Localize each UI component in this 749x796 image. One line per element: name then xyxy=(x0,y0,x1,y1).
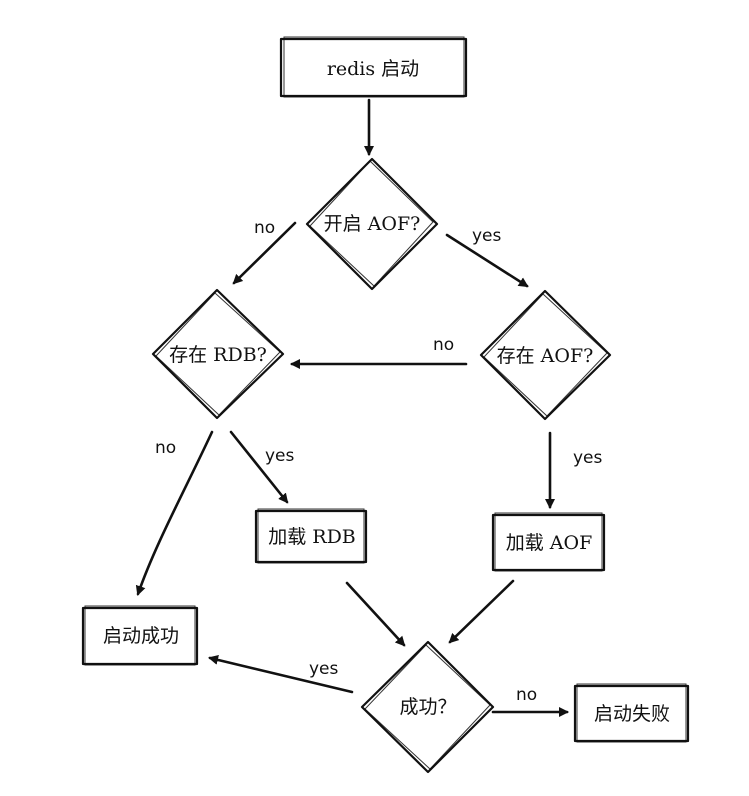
node-load-aof-label: 加载 AOF xyxy=(506,532,593,554)
node-start-success: 启动成功 xyxy=(81,605,199,666)
node-aof-enabled: 开启 AOF? xyxy=(305,157,439,291)
node-start: redis 启动 xyxy=(279,36,468,98)
node-load-rdb: 加载 RDB xyxy=(254,508,368,564)
edge-load-aof-to-check xyxy=(448,579,515,644)
node-success-check: 成功？ xyxy=(360,640,495,774)
node-success-check-label: 成功？ xyxy=(399,696,456,718)
edge-aof-enabled-yes xyxy=(445,233,529,288)
edge-labels: no yes no no yes yes yes no xyxy=(155,218,603,705)
edge-label-rdb-exists-no: no xyxy=(155,438,176,458)
edge-label-rdb-exists-yes: yes xyxy=(265,446,295,466)
edge-check-yes xyxy=(208,655,354,694)
node-rdb-exists: 存在 RDB? xyxy=(151,288,285,420)
edge-label-aof-enabled-no: no xyxy=(254,218,275,238)
edge-rdb-exists-no xyxy=(135,430,214,596)
node-load-rdb-label: 加载 RDB xyxy=(268,526,356,548)
node-aof-exists: 存在 AOF? xyxy=(479,289,612,421)
node-start-fail: 启动失败 xyxy=(573,683,690,743)
edge-label-aof-enabled-yes: yes xyxy=(472,226,502,246)
edge-rdb-exists-yes xyxy=(229,430,289,504)
edge-label-aof-exists-yes: yes xyxy=(573,448,603,468)
node-aof-enabled-label: 开启 AOF? xyxy=(324,213,421,235)
edge-label-check-yes: yes xyxy=(309,659,339,679)
node-rdb-exists-label: 存在 RDB? xyxy=(169,344,267,366)
edges xyxy=(135,98,569,717)
edge-aof-enabled-no xyxy=(232,221,297,285)
node-aof-exists-label: 存在 AOF? xyxy=(497,345,594,367)
edge-load-rdb-to-check xyxy=(345,581,406,647)
node-start-fail-label: 启动失败 xyxy=(594,703,670,725)
node-start-label: redis 启动 xyxy=(327,58,419,80)
node-load-aof: 加载 AOF xyxy=(491,512,606,572)
edge-label-aof-exists-no: no xyxy=(433,335,454,355)
node-start-success-label: 启动成功 xyxy=(103,625,179,647)
edge-label-check-no: no xyxy=(516,685,537,705)
